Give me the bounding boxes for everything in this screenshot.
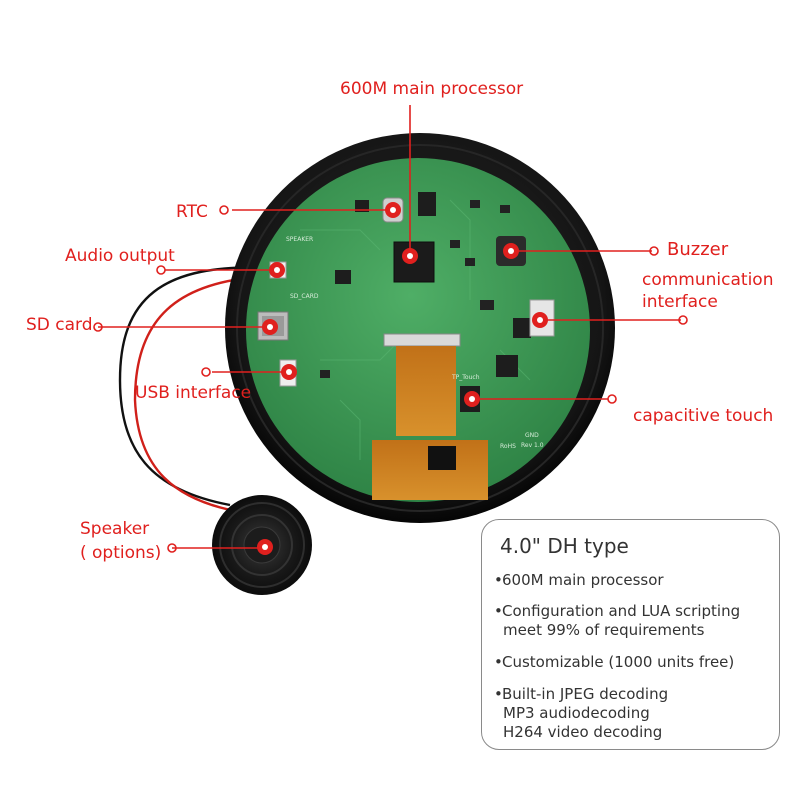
spec-item: •Customizable (1000 units free) — [494, 653, 734, 672]
spec-item: •Configuration and LUA scripting meet 99… — [494, 602, 740, 640]
marker-communication — [532, 312, 688, 328]
callout-audio-output: Audio output — [65, 246, 175, 266]
callout-communication-line2: interface — [642, 292, 718, 312]
silk-speaker: SPEAKER — [286, 236, 313, 243]
callout-buzzer: Buzzer — [667, 239, 729, 260]
silk-rohs: RoHS — [500, 443, 516, 450]
silk-sd-card: SD_CARD — [290, 293, 319, 300]
spec-item-line: 600M main processor — [502, 571, 664, 589]
marker-speaker — [167, 539, 273, 555]
silk-tp-touch: TP_Touch — [451, 374, 480, 381]
marker-rtc — [219, 202, 401, 218]
marker-touch — [464, 391, 617, 407]
marker-buzzer — [503, 243, 659, 259]
silk-rev: Rev 1.0 — [521, 442, 544, 449]
callout-capacitive-touch: capacitive touch — [633, 406, 774, 426]
callout-speaker-line2: ( options) — [80, 543, 162, 563]
callout-usb-interface: USB interface — [135, 383, 252, 403]
callout-main-processor: 600M main processor — [340, 79, 524, 99]
callout-speaker-line1: Speaker — [80, 519, 150, 539]
marker-main-processor — [402, 248, 418, 264]
spec-item-line: MP3 audiodecoding — [503, 704, 650, 722]
speaker-wires — [118, 266, 273, 514]
spec-item: •Built-in JPEG decoding MP3 audiodecodin… — [494, 685, 668, 742]
spec-item-line: meet 99% of requirements — [503, 621, 705, 639]
bullet-dot: • — [494, 653, 503, 671]
spec-item-line: Configuration and LUA scripting — [502, 602, 741, 620]
callout-markers — [93, 202, 688, 555]
marker-usb — [201, 364, 297, 380]
callout-leaders — [98, 105, 681, 549]
spec-box: 4.0" DH type •600M main processor •Confi… — [481, 519, 780, 750]
callout-communication-line1: communication — [642, 270, 774, 290]
spec-item: •600M main processor — [494, 571, 664, 590]
spec-item-line: Built-in JPEG decoding — [502, 685, 669, 703]
bullet-dot: • — [494, 602, 503, 620]
marker-sd-card — [93, 319, 278, 335]
spec-item-line: H264 video decoding — [503, 723, 663, 741]
spec-title: 4.0" DH type — [500, 534, 629, 558]
spec-item-line: Customizable (1000 units free) — [502, 653, 735, 671]
callout-sd-card: SD card — [26, 315, 93, 335]
bullet-dot: • — [494, 685, 503, 703]
silk-gnd: GND — [525, 432, 539, 439]
display-fpc-ribbon — [383, 333, 461, 347]
bullet-dot: • — [494, 571, 503, 589]
marker-audio — [156, 262, 285, 278]
callout-rtc: RTC — [176, 202, 208, 222]
